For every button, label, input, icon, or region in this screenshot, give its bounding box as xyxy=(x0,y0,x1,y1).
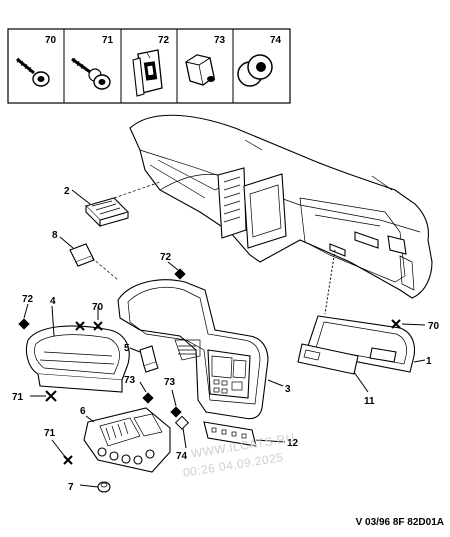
screw-marker xyxy=(93,321,103,331)
screw-marker xyxy=(391,319,401,329)
spacer-marker xyxy=(170,406,182,418)
dashboard-body xyxy=(129,114,433,299)
callout-8: 8 xyxy=(52,230,58,241)
fastener-markers xyxy=(18,261,426,465)
callout-3: 3 xyxy=(285,384,291,395)
part-4-cluster xyxy=(25,305,130,393)
part-5-bracket xyxy=(129,345,159,373)
callout-11: 11 xyxy=(364,396,375,407)
hex-spacer-icon xyxy=(184,54,215,86)
callout-72: 72 xyxy=(160,252,172,263)
part-1-glovebox-door xyxy=(305,249,426,373)
screw-with-washer-icon xyxy=(71,57,111,90)
part-2-vent xyxy=(71,181,161,228)
callout-2: 2 xyxy=(64,186,70,197)
callout-12: 12 xyxy=(287,438,299,449)
screw-marker xyxy=(45,390,57,402)
grommet-marker xyxy=(174,415,190,430)
callout-71: 71 xyxy=(12,392,24,403)
part-6-heater-panel xyxy=(83,407,171,473)
clip-nut-icon xyxy=(132,49,163,97)
grommet-icon xyxy=(237,54,273,87)
part-12-bracket xyxy=(203,421,286,447)
part-8-switch xyxy=(59,236,119,281)
callout-5: 5 xyxy=(124,343,130,354)
callout-74: 74 xyxy=(176,451,188,462)
fastener-legend: 70 71 72 73 74 xyxy=(7,28,291,104)
callout-70: 70 xyxy=(92,302,104,313)
callout-labels: 2 8 72 72 4 70 70 5 1 73 73 3 11 71 6 71… xyxy=(12,186,440,493)
legend-number: 70 xyxy=(45,35,57,46)
screw-marker xyxy=(75,321,85,331)
screw-icon xyxy=(16,57,50,87)
callout-70: 70 xyxy=(428,321,440,332)
clip-nut-marker xyxy=(18,318,30,330)
callout-1: 1 xyxy=(426,356,432,367)
callout-72: 72 xyxy=(22,294,34,305)
legend-number: 72 xyxy=(158,35,170,46)
callout-73: 73 xyxy=(164,377,176,388)
callout-73: 73 xyxy=(124,375,136,386)
spacer-marker xyxy=(142,392,154,404)
part-7-knob xyxy=(79,481,111,493)
legend-number: 74 xyxy=(270,35,282,46)
part-11-strip xyxy=(297,343,369,393)
callout-4: 4 xyxy=(50,296,56,307)
diagram-code: V 03/96 8F 82D01A xyxy=(355,517,444,528)
callout-6: 6 xyxy=(80,406,86,417)
clip-nut-marker xyxy=(174,268,186,280)
legend-number: 71 xyxy=(102,35,114,46)
part-3-surround xyxy=(117,279,284,420)
legend-number: 73 xyxy=(214,35,226,46)
callout-71: 71 xyxy=(44,428,56,439)
callout-7: 7 xyxy=(68,482,74,493)
